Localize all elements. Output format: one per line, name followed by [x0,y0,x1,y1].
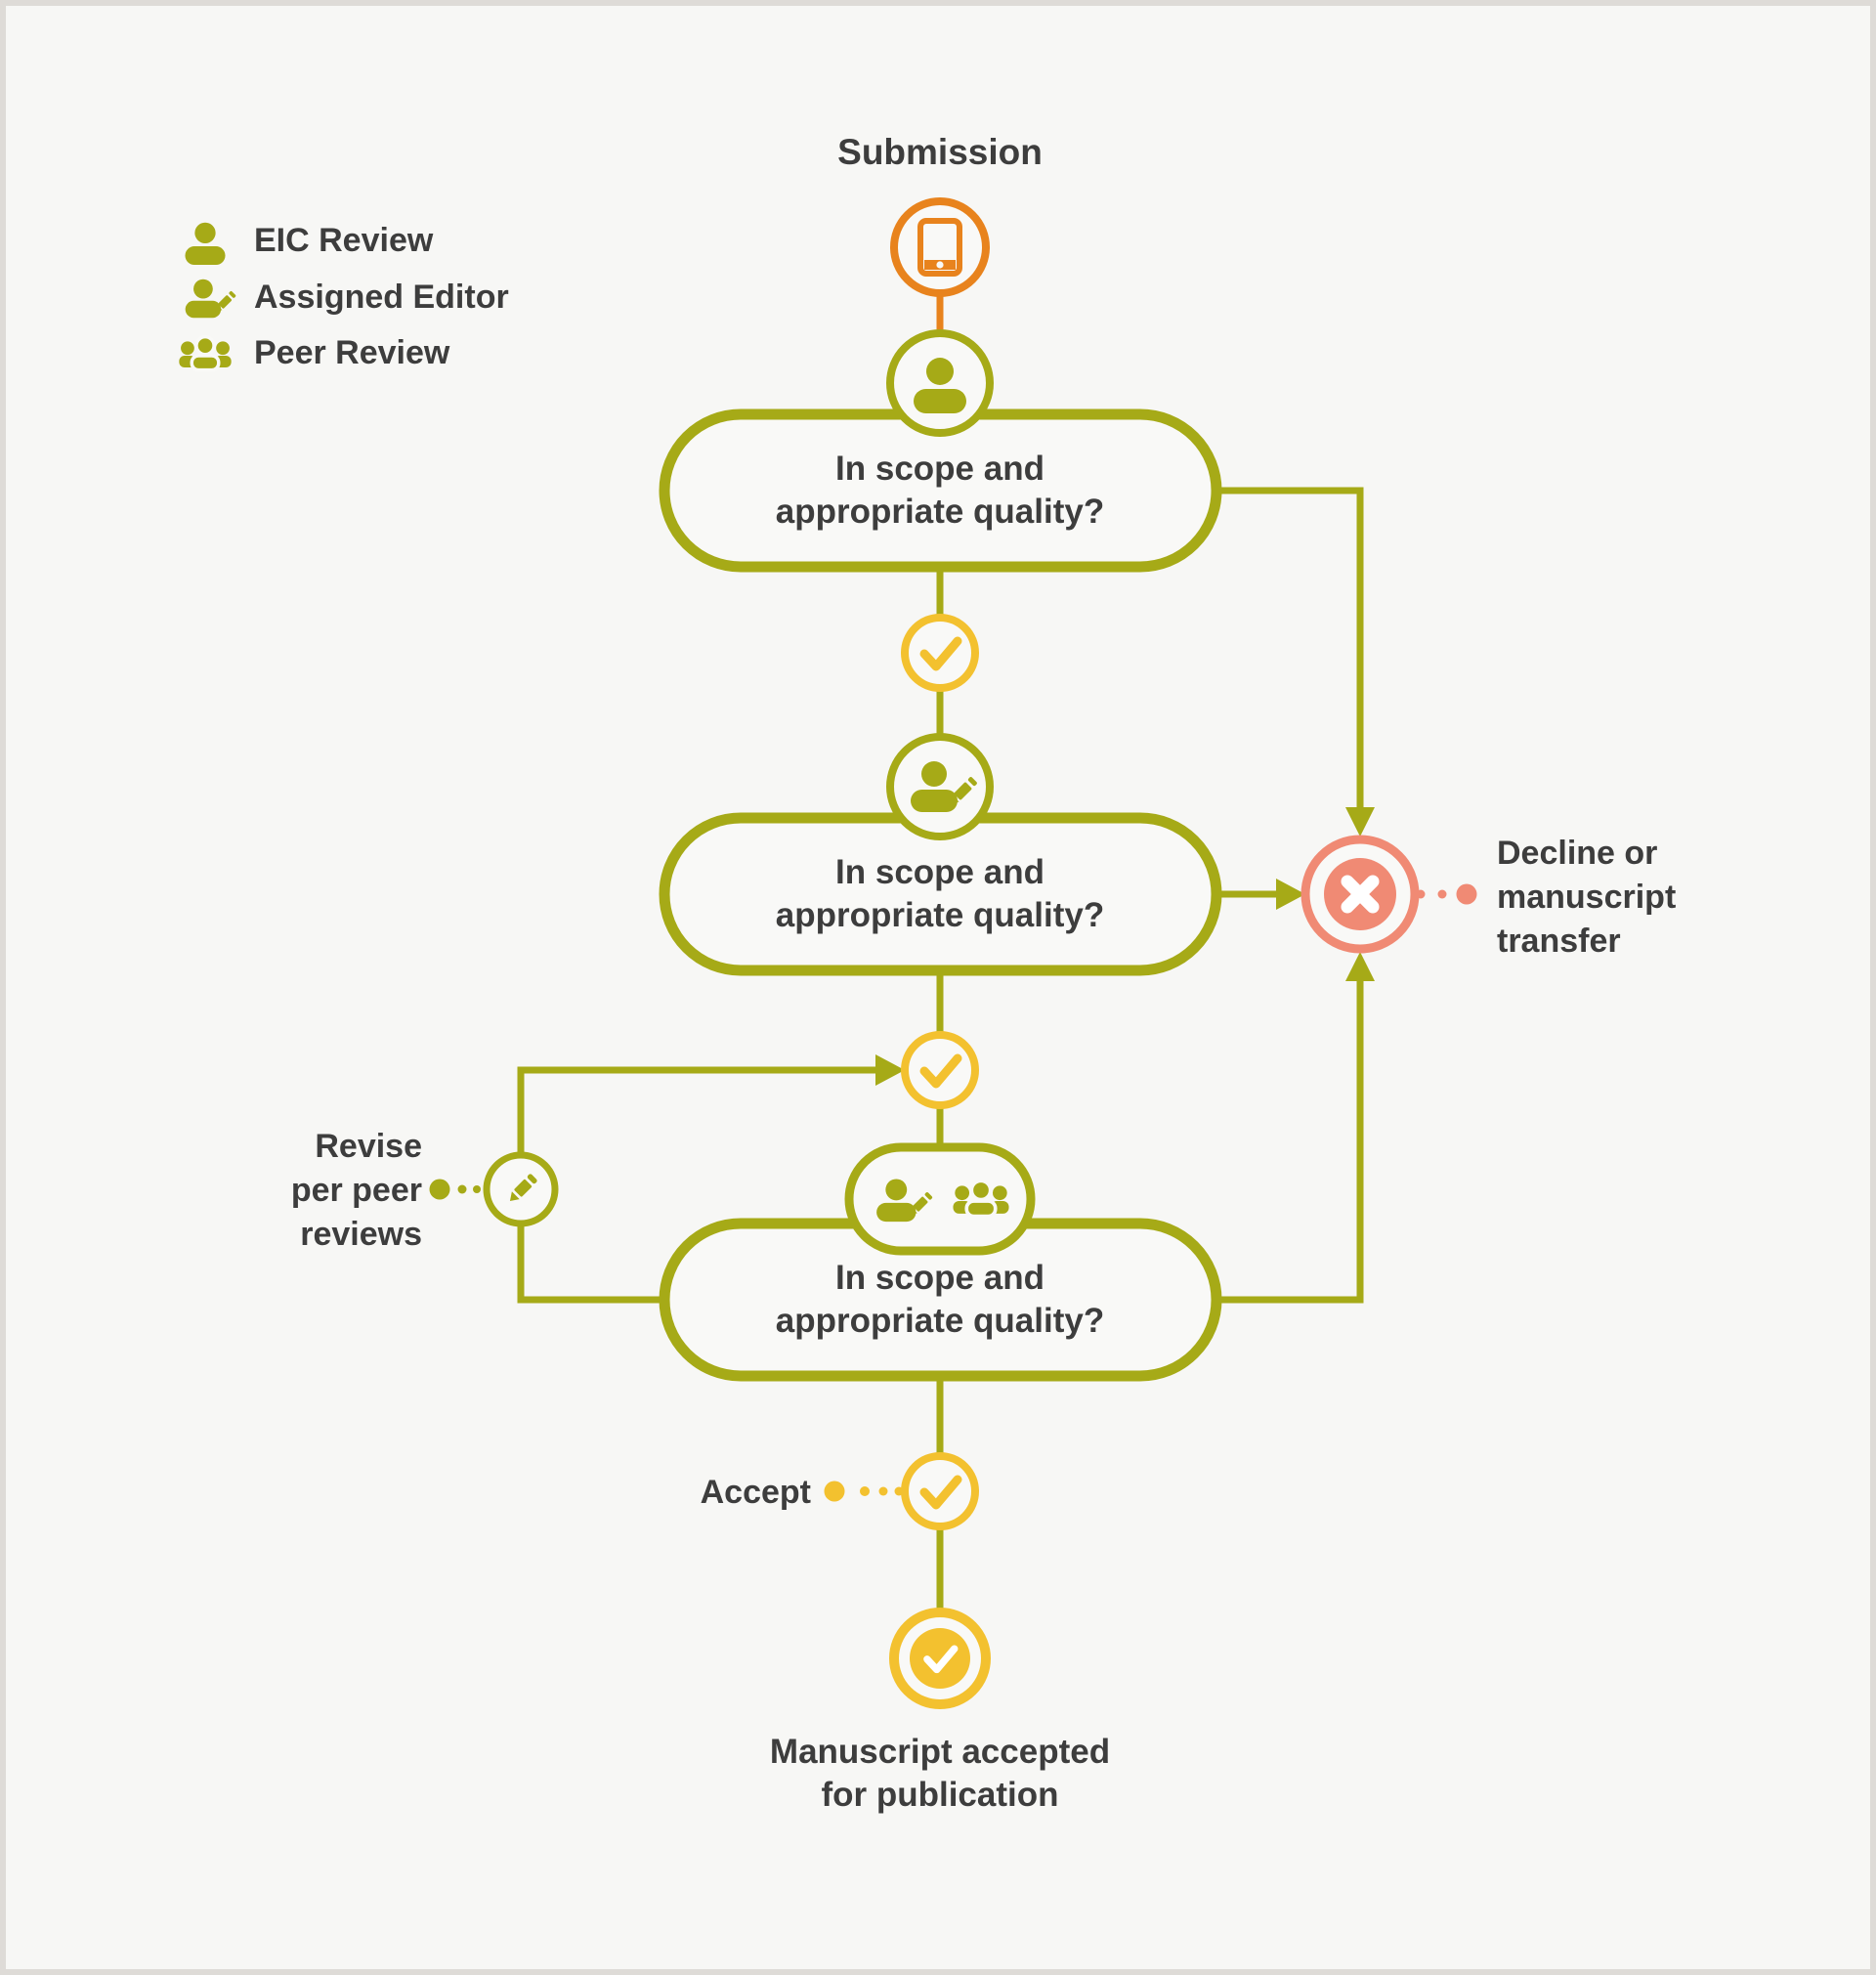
legend-label-assigned-editor: Assigned Editor [254,279,509,316]
decision-eic-label: In scope and appropriate quality? [776,450,1104,531]
decision-box-eic [659,408,1222,573]
svg-text:In scope and: In scope and [835,450,1045,488]
assigned-editor-node [886,733,994,840]
accepted-label: Manuscript accepted for publication [770,1733,1110,1814]
people-icon [177,334,234,372]
decision-editor-label: In scope and appropriate quality? [776,853,1104,934]
svg-text:Manuscript accepted: Manuscript accepted [770,1733,1110,1771]
svg-text:Revise: Revise [315,1128,422,1165]
people-icon [951,1179,1011,1219]
flow-connectors [517,293,1375,1614]
x-icon [1347,881,1373,907]
check-node-1 [901,614,979,692]
svg-text:In scope and: In scope and [835,1259,1045,1297]
legend: EIC Review Assigned Editor Peer Review [254,222,509,371]
svg-text:per peer: per peer [291,1172,422,1209]
decision-peer-label: In scope and appropriate quality? [776,1259,1104,1340]
svg-text:appropriate quality?: appropriate quality? [776,896,1104,934]
accepted-node [889,1608,991,1709]
svg-text:Decline or: Decline or [1497,835,1657,872]
legend-label-eic-review: EIC Review [254,222,434,259]
peer-review-badge [844,1142,1036,1256]
legend-label-peer-review: Peer Review [254,334,450,371]
svg-text:In scope and: In scope and [835,853,1045,891]
submission-node [890,197,990,297]
decision-box-editor [659,812,1222,976]
submission-label: Submission [837,132,1043,172]
svg-text:appropriate quality?: appropriate quality? [776,493,1104,531]
revise-label: Revise per peer reviews [291,1128,422,1253]
svg-text:for publication: for publication [821,1776,1058,1814]
svg-text:manuscript: manuscript [1497,879,1676,916]
accept-label: Accept [701,1474,811,1511]
check-node-2 [901,1031,979,1109]
accept-check-node [901,1452,979,1530]
decline-label: Decline or manuscript transfer [1497,835,1676,960]
svg-text:reviews: reviews [300,1216,422,1253]
revise-dotted-leader [429,1179,481,1200]
svg-text:transfer: transfer [1497,923,1621,960]
svg-text:appropriate quality?: appropriate quality? [776,1302,1104,1340]
